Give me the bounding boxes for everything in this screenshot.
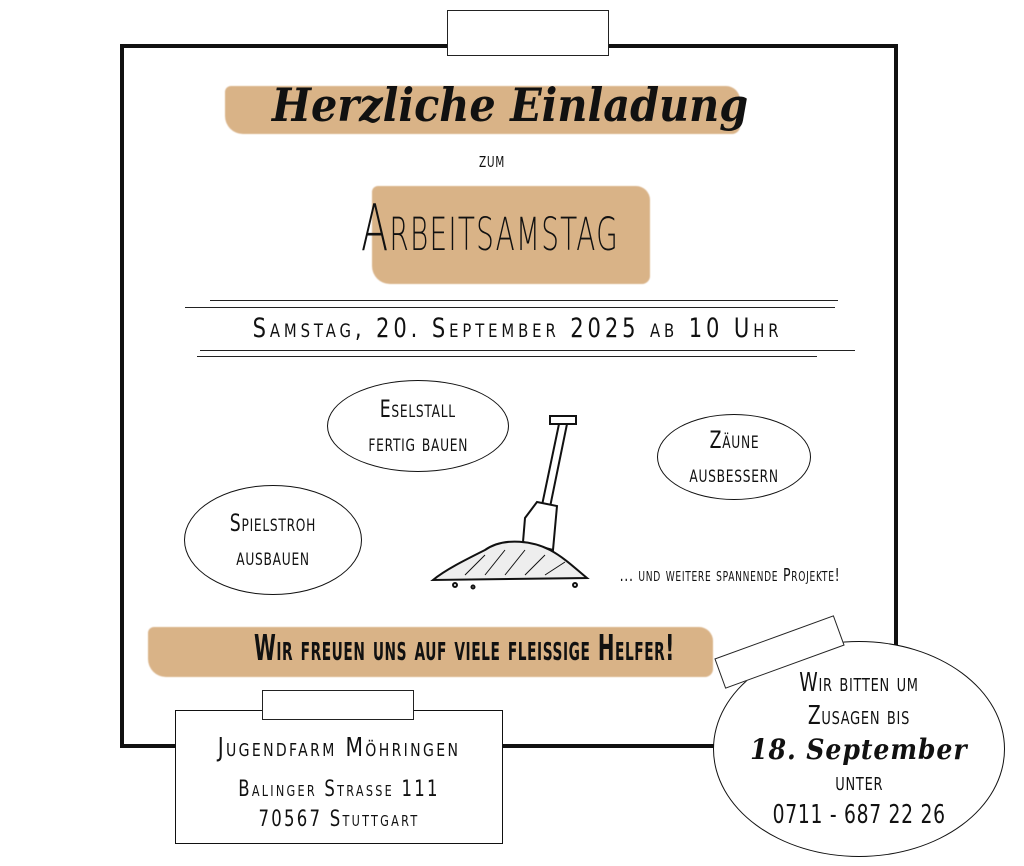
project-text: Zäune <box>709 426 759 454</box>
rsvp-text: Wir bitten um <box>799 667 919 698</box>
rsvp-bubble: Wir bitten um Zusagen bis 18. September … <box>713 641 1005 857</box>
invitation-title: Herzliche Einladung <box>271 78 749 132</box>
brush-stroke-banner <box>148 627 713 677</box>
rsvp-phone: 0711 - 687 22 26 <box>772 799 946 830</box>
rsvp-text: Zusagen bis <box>807 700 911 731</box>
project-bubble: Zäune ausbessern <box>657 414 811 500</box>
divider <box>200 350 855 351</box>
address-city: 70567 Stuttgart <box>258 807 420 832</box>
rsvp-text: unter <box>835 766 883 797</box>
shovel-icon <box>430 415 590 590</box>
tape-top <box>447 10 609 56</box>
organization-name: Jugendfarm Möhringen <box>217 733 461 763</box>
address-street: Balinger Strasse 111 <box>238 777 440 802</box>
brush-stroke-event <box>372 186 650 284</box>
project-text: ausbessern <box>689 460 779 488</box>
divider <box>210 300 838 301</box>
project-bubble: Eselstall fertig bauen <box>327 380 509 472</box>
divider <box>197 356 817 357</box>
event-date: Samstag, 20. September 2025 ab 10 Uhr <box>252 313 783 344</box>
project-text: Eselstall <box>379 395 457 423</box>
connector-text: zum <box>478 148 506 173</box>
divider <box>185 307 835 308</box>
project-bubble: Spielstroh ausbauen <box>184 485 362 595</box>
more-projects-note: ... und weitere spannende Projekte! <box>619 565 841 586</box>
tape-address <box>262 690 414 720</box>
helper-banner: Wir freuen uns auf viele fleissige Helfe… <box>254 628 675 669</box>
project-text: Spielstroh <box>229 509 317 537</box>
project-text: ausbauen <box>236 543 310 571</box>
brush-stroke-title <box>225 86 740 134</box>
address-box: Jugendfarm Möhringen Balinger Strasse 11… <box>175 710 503 844</box>
project-text: fertig bauen <box>368 429 468 457</box>
rsvp-deadline: 18. September <box>750 732 968 766</box>
event-name: Arbeitsamstag <box>360 192 619 266</box>
